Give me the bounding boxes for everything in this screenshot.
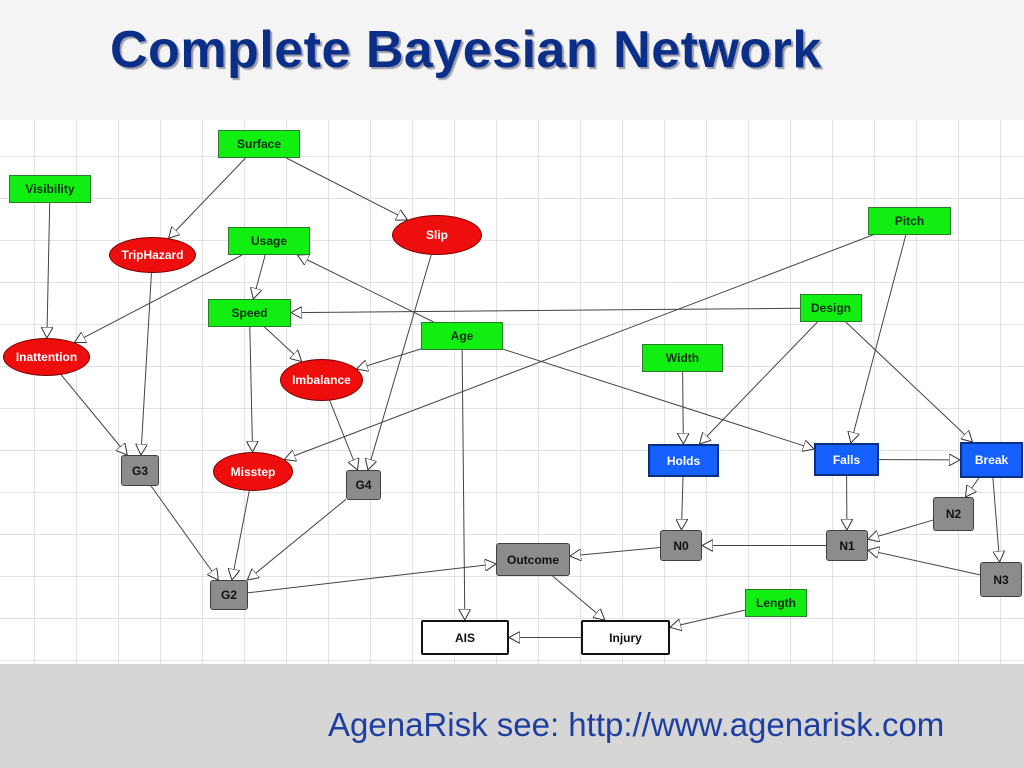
node-label: N3 — [993, 572, 1009, 587]
node-ais[interactable]: AIS — [421, 620, 509, 655]
edge-surface-to-slip — [286, 157, 407, 220]
edge-layer — [0, 157, 1024, 664]
node-label: Inattention — [15, 350, 78, 364]
node-label: Injury — [609, 630, 642, 645]
node-label: Misstep — [230, 464, 276, 479]
edge-age-to-ais — [462, 349, 465, 620]
edge-usage-to-inattention — [74, 254, 243, 342]
node-label: Surface — [236, 137, 282, 151]
node-label: Slip — [425, 228, 448, 242]
edge-n3-to-n1 — [868, 550, 981, 576]
edge-design-to-speed — [291, 308, 801, 312]
edge-outcome-to-injury — [552, 575, 605, 620]
node-label: Length — [756, 596, 796, 610]
edge-n2-to-n1 — [868, 519, 934, 539]
footer-bar: AgenaRisk see: http://www.agenarisk.com — [0, 664, 1024, 768]
edge-design-to-holds — [699, 321, 818, 444]
node-label: Imbalance — [292, 373, 351, 387]
node-surface[interactable]: Surface — [218, 130, 300, 158]
node-label: Visibility — [25, 182, 75, 196]
node-label: Pitch — [894, 214, 925, 228]
edge-slip-to-g4 — [368, 254, 432, 470]
node-label: Speed — [231, 306, 268, 320]
node-inattention[interactable]: Inattention — [3, 338, 90, 376]
node-label: N1 — [839, 538, 855, 553]
edge-age-to-usage — [297, 255, 434, 323]
edge-triphazard-to-g3 — [141, 272, 152, 455]
node-label: TripHazard — [121, 248, 184, 262]
node-falls[interactable]: Falls — [814, 443, 879, 476]
edge-design-to-break — [845, 321, 973, 442]
node-misstep[interactable]: Misstep — [213, 452, 293, 491]
node-n2[interactable]: N2 — [933, 497, 974, 531]
edge-g3-to-g2 — [150, 485, 218, 580]
edge-surface-to-triphazard — [169, 157, 246, 238]
edge-age-to-falls — [502, 348, 814, 449]
node-label: G3 — [131, 463, 148, 478]
node-break[interactable]: Break — [960, 442, 1023, 478]
edge-speed-to-imbalance — [264, 326, 302, 362]
node-g3[interactable]: G3 — [121, 455, 159, 486]
node-speed[interactable]: Speed — [208, 299, 291, 327]
node-label: Age — [450, 329, 474, 343]
title-bar: Complete Bayesian Network — [0, 0, 1024, 118]
edge-usage-to-speed — [253, 254, 266, 299]
footer-link-text: AgenaRisk see: http://www.agenarisk.com — [328, 706, 945, 743]
page-title: Complete Bayesian Network — [110, 21, 822, 79]
node-visibility[interactable]: Visibility — [9, 175, 91, 203]
node-slip[interactable]: Slip — [392, 215, 482, 255]
edge-pitch-to-misstep — [284, 234, 873, 459]
node-label: Width — [665, 351, 700, 365]
edge-g2-to-outcome — [247, 564, 496, 594]
node-usage[interactable]: Usage — [228, 227, 310, 255]
node-label: N2 — [945, 507, 962, 521]
edge-pitch-to-falls — [851, 234, 907, 443]
node-imbalance[interactable]: Imbalance — [280, 359, 363, 401]
node-label: Outcome — [506, 552, 559, 567]
edge-imbalance-to-g4 — [329, 400, 358, 470]
node-label: G2 — [220, 588, 237, 602]
node-label: N0 — [673, 538, 689, 553]
edge-n0-to-outcome — [570, 546, 661, 556]
node-label: Design — [810, 301, 851, 315]
node-width[interactable]: Width — [642, 344, 723, 372]
node-n0[interactable]: N0 — [660, 530, 702, 561]
node-g2[interactable]: G2 — [210, 580, 248, 610]
edge-holds-to-n0 — [681, 476, 683, 530]
edge-length-to-injury — [670, 609, 746, 627]
node-label: Falls — [832, 452, 861, 467]
edge-break-to-n3 — [992, 477, 1000, 562]
node-label: Usage — [250, 234, 288, 248]
node-label: Break — [974, 453, 1009, 467]
edge-visibility-to-inattention — [47, 202, 50, 338]
node-design[interactable]: Design — [800, 294, 862, 322]
node-age[interactable]: Age — [421, 322, 503, 350]
edge-age-to-imbalance — [357, 348, 422, 369]
node-triphazard[interactable]: TripHazard — [109, 237, 196, 273]
node-injury[interactable]: Injury — [581, 620, 670, 655]
edge-width-to-holds — [683, 371, 684, 444]
node-holds[interactable]: Holds — [648, 444, 719, 477]
node-outcome[interactable]: Outcome — [496, 543, 570, 576]
node-pitch[interactable]: Pitch — [868, 207, 951, 235]
node-n1[interactable]: N1 — [826, 530, 868, 561]
edge-speed-to-misstep — [250, 326, 253, 452]
node-label: G4 — [355, 478, 372, 492]
edge-inattention-to-g3 — [60, 374, 127, 455]
node-label: Holds — [666, 453, 701, 468]
node-g4[interactable]: G4 — [346, 470, 381, 500]
node-label: AIS — [454, 630, 475, 645]
edge-misstep-to-g2 — [232, 490, 250, 580]
edge-g4-to-g2 — [247, 498, 347, 580]
node-length[interactable]: Length — [745, 589, 807, 617]
edge-break-to-n2 — [965, 477, 980, 497]
node-n3[interactable]: N3 — [980, 562, 1022, 597]
